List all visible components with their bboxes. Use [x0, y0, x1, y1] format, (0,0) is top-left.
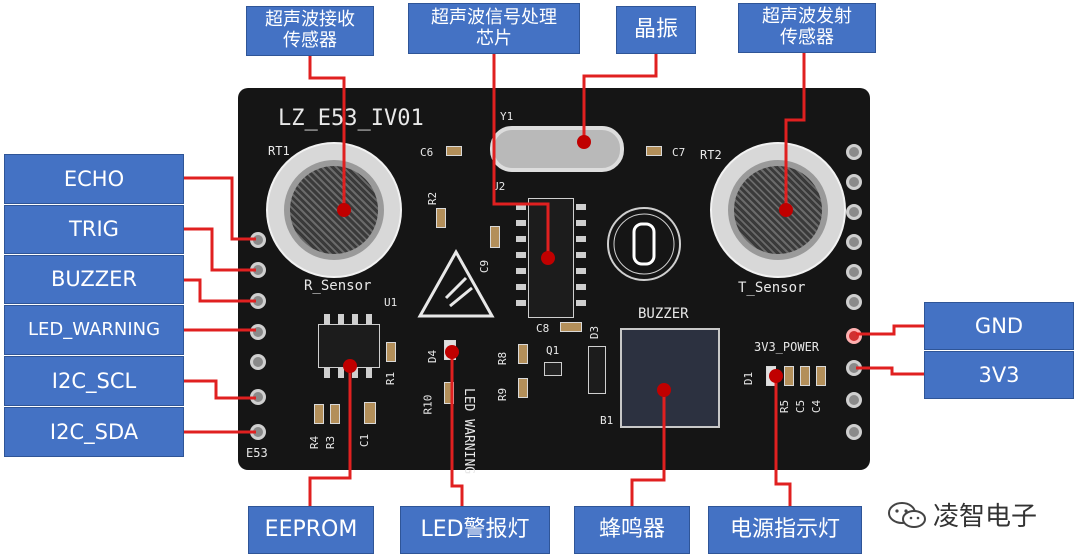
- pin-right-6: [846, 294, 862, 310]
- pin-unused: [250, 354, 266, 370]
- watermark: 凌智电子: [887, 496, 1037, 533]
- label-transmitter-sensor: 超声波发射传感器: [738, 3, 876, 53]
- silk-c7: C7: [672, 146, 686, 159]
- pin-right-4: [846, 234, 862, 250]
- r5-resistor: [784, 366, 794, 386]
- label-3v3: 3V3: [924, 351, 1074, 399]
- silk-r-sensor: R_Sensor: [304, 278, 372, 294]
- silk-u1: U1: [384, 296, 398, 309]
- silk-q1: Q1: [546, 344, 560, 357]
- pin-right-9: [846, 392, 862, 408]
- pin-right-2: [846, 174, 862, 190]
- board-title: LZ_E53_IV01: [278, 106, 424, 131]
- transmitter-mesh: [728, 160, 828, 260]
- label-trig: TRIG: [4, 205, 184, 254]
- label-signal-chip: 超声波信号处理芯片: [408, 3, 580, 54]
- silk-c8: C8: [536, 322, 550, 335]
- car-logo-icon: [607, 207, 681, 281]
- label-buzzer-cn: 蜂鸣器: [574, 506, 690, 554]
- wechat-icon: [887, 500, 927, 530]
- label-crystal: 晶振: [616, 6, 696, 54]
- silk-3v3-power: 3V3_POWER: [754, 340, 820, 354]
- label-led-warning: LED_WARNING: [4, 305, 184, 355]
- r2-resistor: [436, 208, 446, 228]
- label-gnd: GND: [924, 302, 1074, 350]
- silk-t-sensor: T_Sensor: [738, 280, 806, 296]
- pin-right-10: [846, 424, 862, 440]
- r3-resistor: [330, 404, 340, 424]
- crystal-component: [490, 126, 624, 172]
- watermark-text: 凌智电子: [933, 502, 1038, 532]
- pin-right-3: [846, 204, 862, 220]
- pin-right-5: [846, 264, 862, 280]
- c8-capacitor: [560, 322, 582, 332]
- receiver-mesh: [284, 160, 384, 260]
- c1-capacitor: [364, 402, 376, 424]
- silk-y1: Y1: [500, 110, 514, 123]
- esd-warning-icon: [417, 248, 495, 318]
- c9-capacitor: [490, 226, 500, 248]
- silk-e53: E53: [246, 446, 268, 460]
- r1-resistor: [386, 342, 396, 362]
- silk-buzzer: BUZZER: [638, 306, 689, 322]
- label-buzzer: BUZZER: [4, 255, 184, 304]
- silk-c6: C6: [420, 146, 434, 159]
- r9-resistor: [518, 378, 528, 398]
- label-eeprom: EEPROM: [248, 506, 374, 554]
- pin-gnd: [846, 328, 862, 344]
- c4-capacitor: [816, 366, 826, 386]
- q1-transistor: [544, 362, 562, 376]
- c7-capacitor: [646, 146, 662, 156]
- d3-diode: [588, 346, 606, 394]
- r8-resistor: [518, 344, 528, 364]
- r4-resistor: [314, 404, 324, 424]
- buzzer-component: [620, 328, 720, 428]
- pin-right-1: [846, 144, 862, 160]
- silk-rt1: RT1: [268, 144, 290, 158]
- label-i2c-scl: I2C_SCL: [4, 356, 184, 406]
- label-echo: ECHO: [4, 154, 184, 204]
- silk-b1: B1: [600, 414, 614, 427]
- label-led-alarm: LED警报灯: [400, 506, 550, 554]
- c6-capacitor: [446, 146, 462, 156]
- pin-led-warning: [250, 324, 266, 340]
- label-i2c-sda: I2C_SDA: [4, 407, 184, 457]
- label-power-led: 电源指示灯: [708, 506, 862, 554]
- c5-capacitor: [800, 366, 810, 386]
- label-receiver-sensor: 超声波接收传感器: [246, 6, 374, 56]
- silk-rt2: RT2: [700, 148, 722, 162]
